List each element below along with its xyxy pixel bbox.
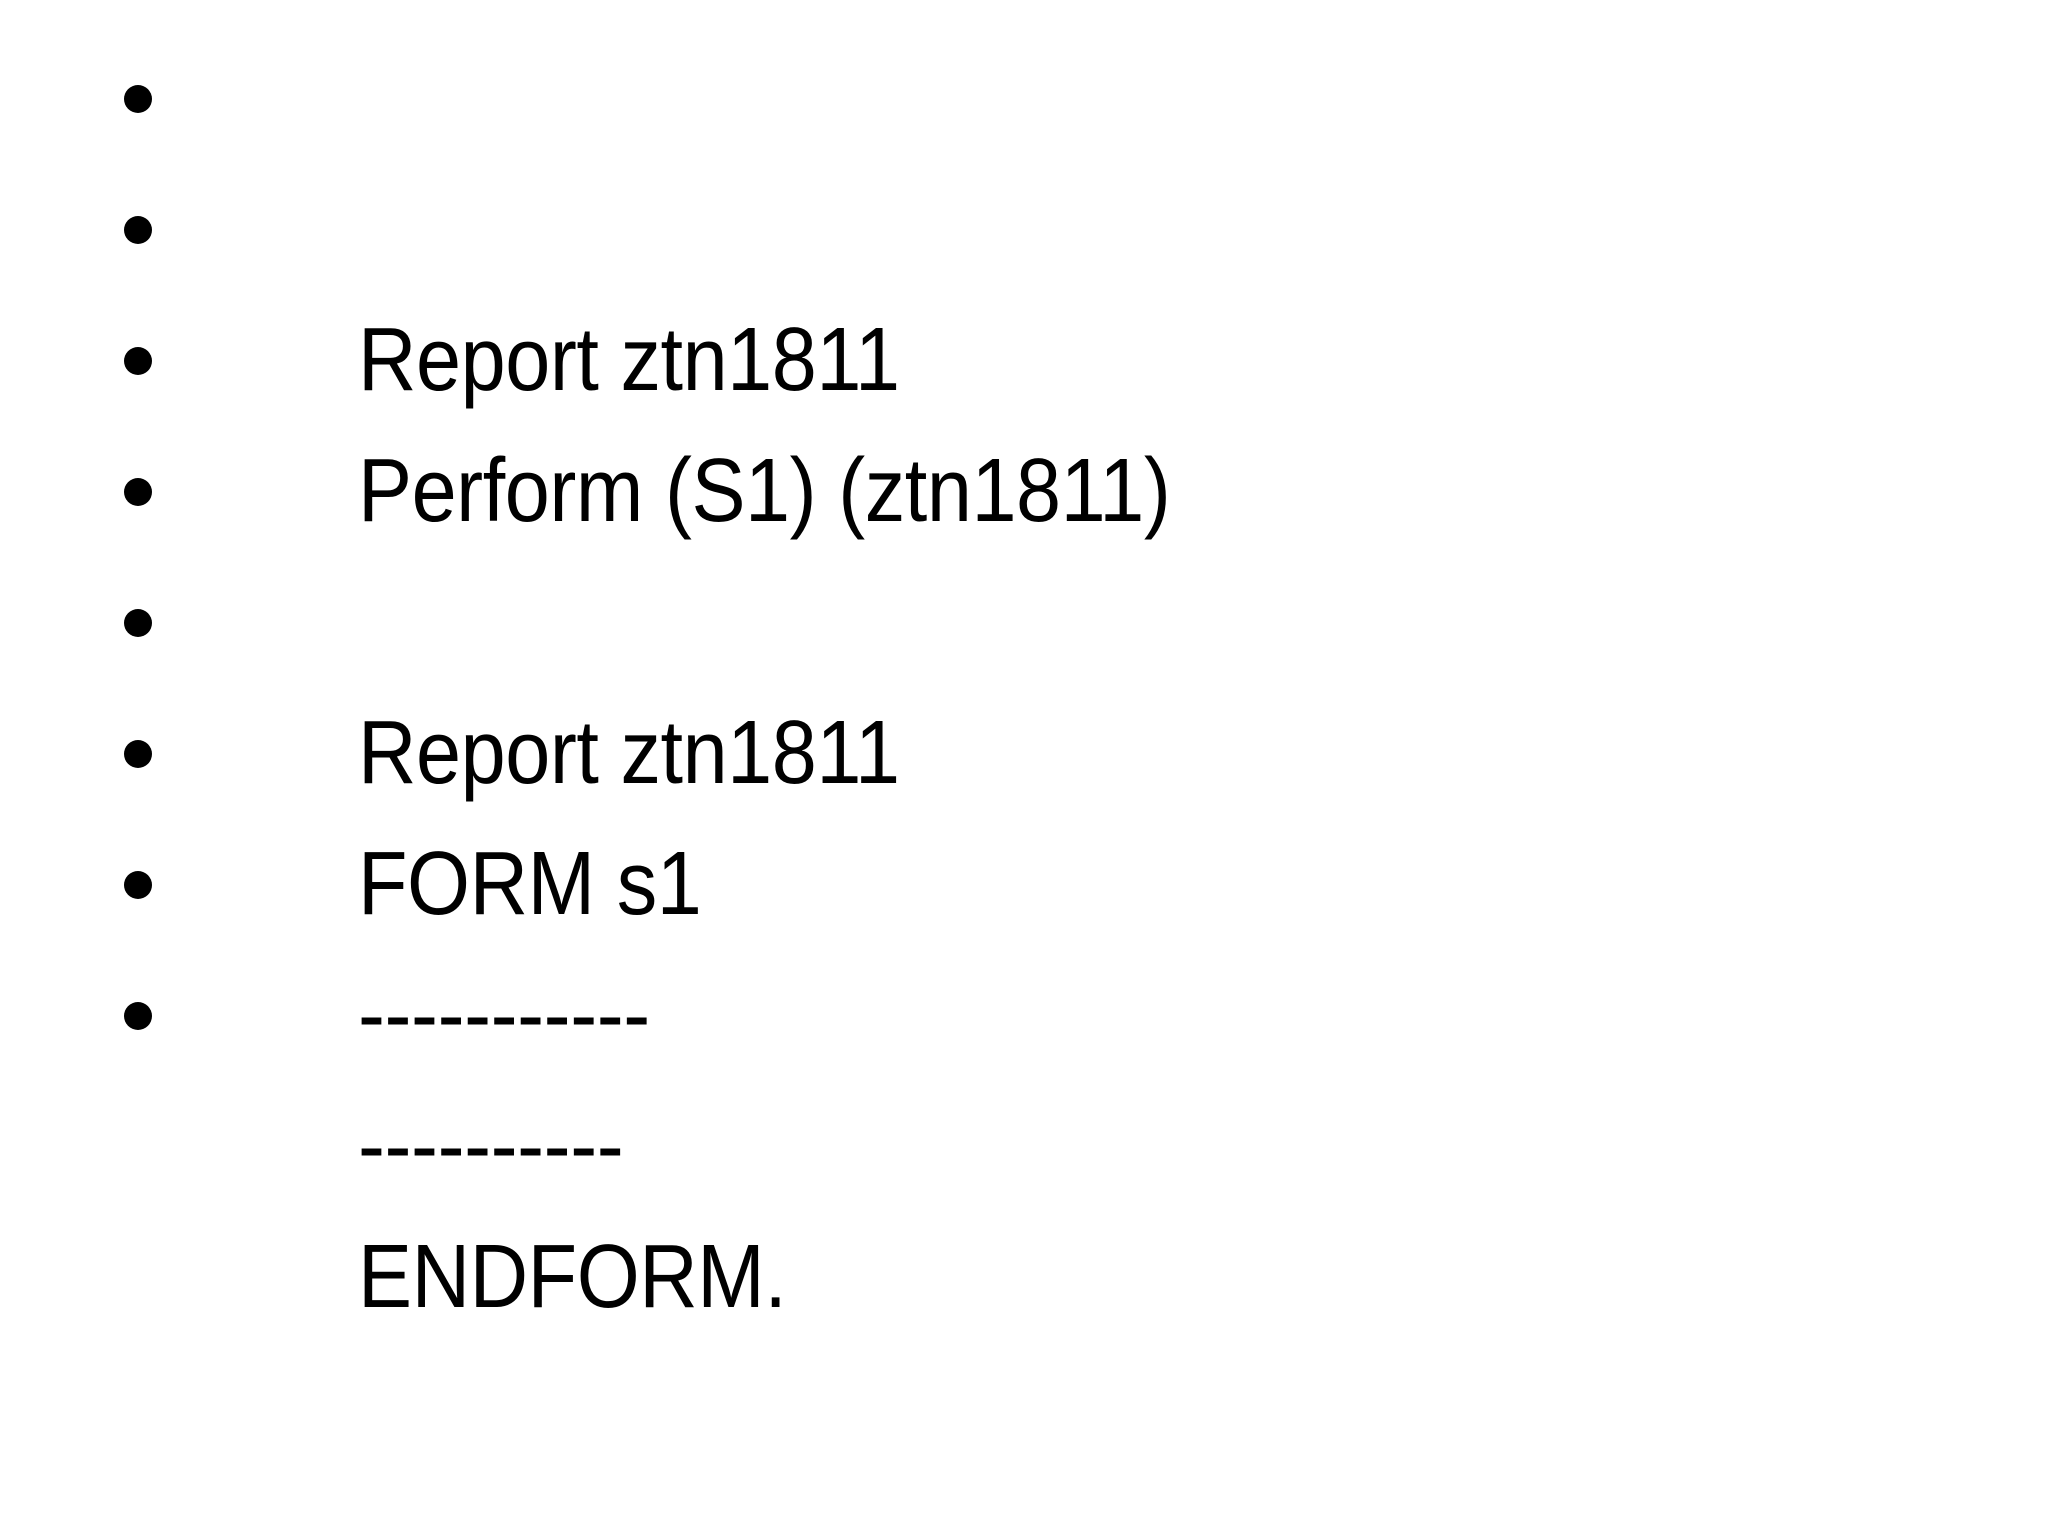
bullet-list: Report ztn1811 Perform (S1) (ztn1811) Re… <box>0 33 1261 1327</box>
list-item: ----------- <box>0 688 1261 1065</box>
list-item: FORM s1 <box>0 557 1261 934</box>
bullet-icon <box>124 215 152 244</box>
bullet-icon <box>124 84 152 113</box>
bullet-text: ENDFORM. <box>358 1227 787 1327</box>
bullet-text: FORM s1 <box>358 834 702 934</box>
bullet-text: Report ztn1811 <box>358 703 900 803</box>
list-item <box>0 295 1261 426</box>
bullet-icon <box>124 346 152 375</box>
bullet-text: Report ztn1811 <box>358 310 900 410</box>
bullet-icon <box>124 739 152 768</box>
bullet-icon <box>124 1001 152 1030</box>
bullet-text: ----------- <box>358 965 650 1065</box>
bullet-text: ---------- <box>358 1096 624 1196</box>
list-item: ---------- <box>0 819 1261 1196</box>
list-item: Report ztn1811 <box>0 33 1261 410</box>
bullet-text: Perform (S1) (ztn1811) <box>358 441 1171 541</box>
list-item: ENDFORM. <box>0 950 1261 1327</box>
list-item: Report ztn1811 <box>0 426 1261 803</box>
bullet-icon <box>124 477 152 506</box>
list-item: Perform (S1) (ztn1811) <box>0 164 1261 541</box>
bullet-icon <box>124 608 152 637</box>
bullet-icon <box>124 870 152 899</box>
